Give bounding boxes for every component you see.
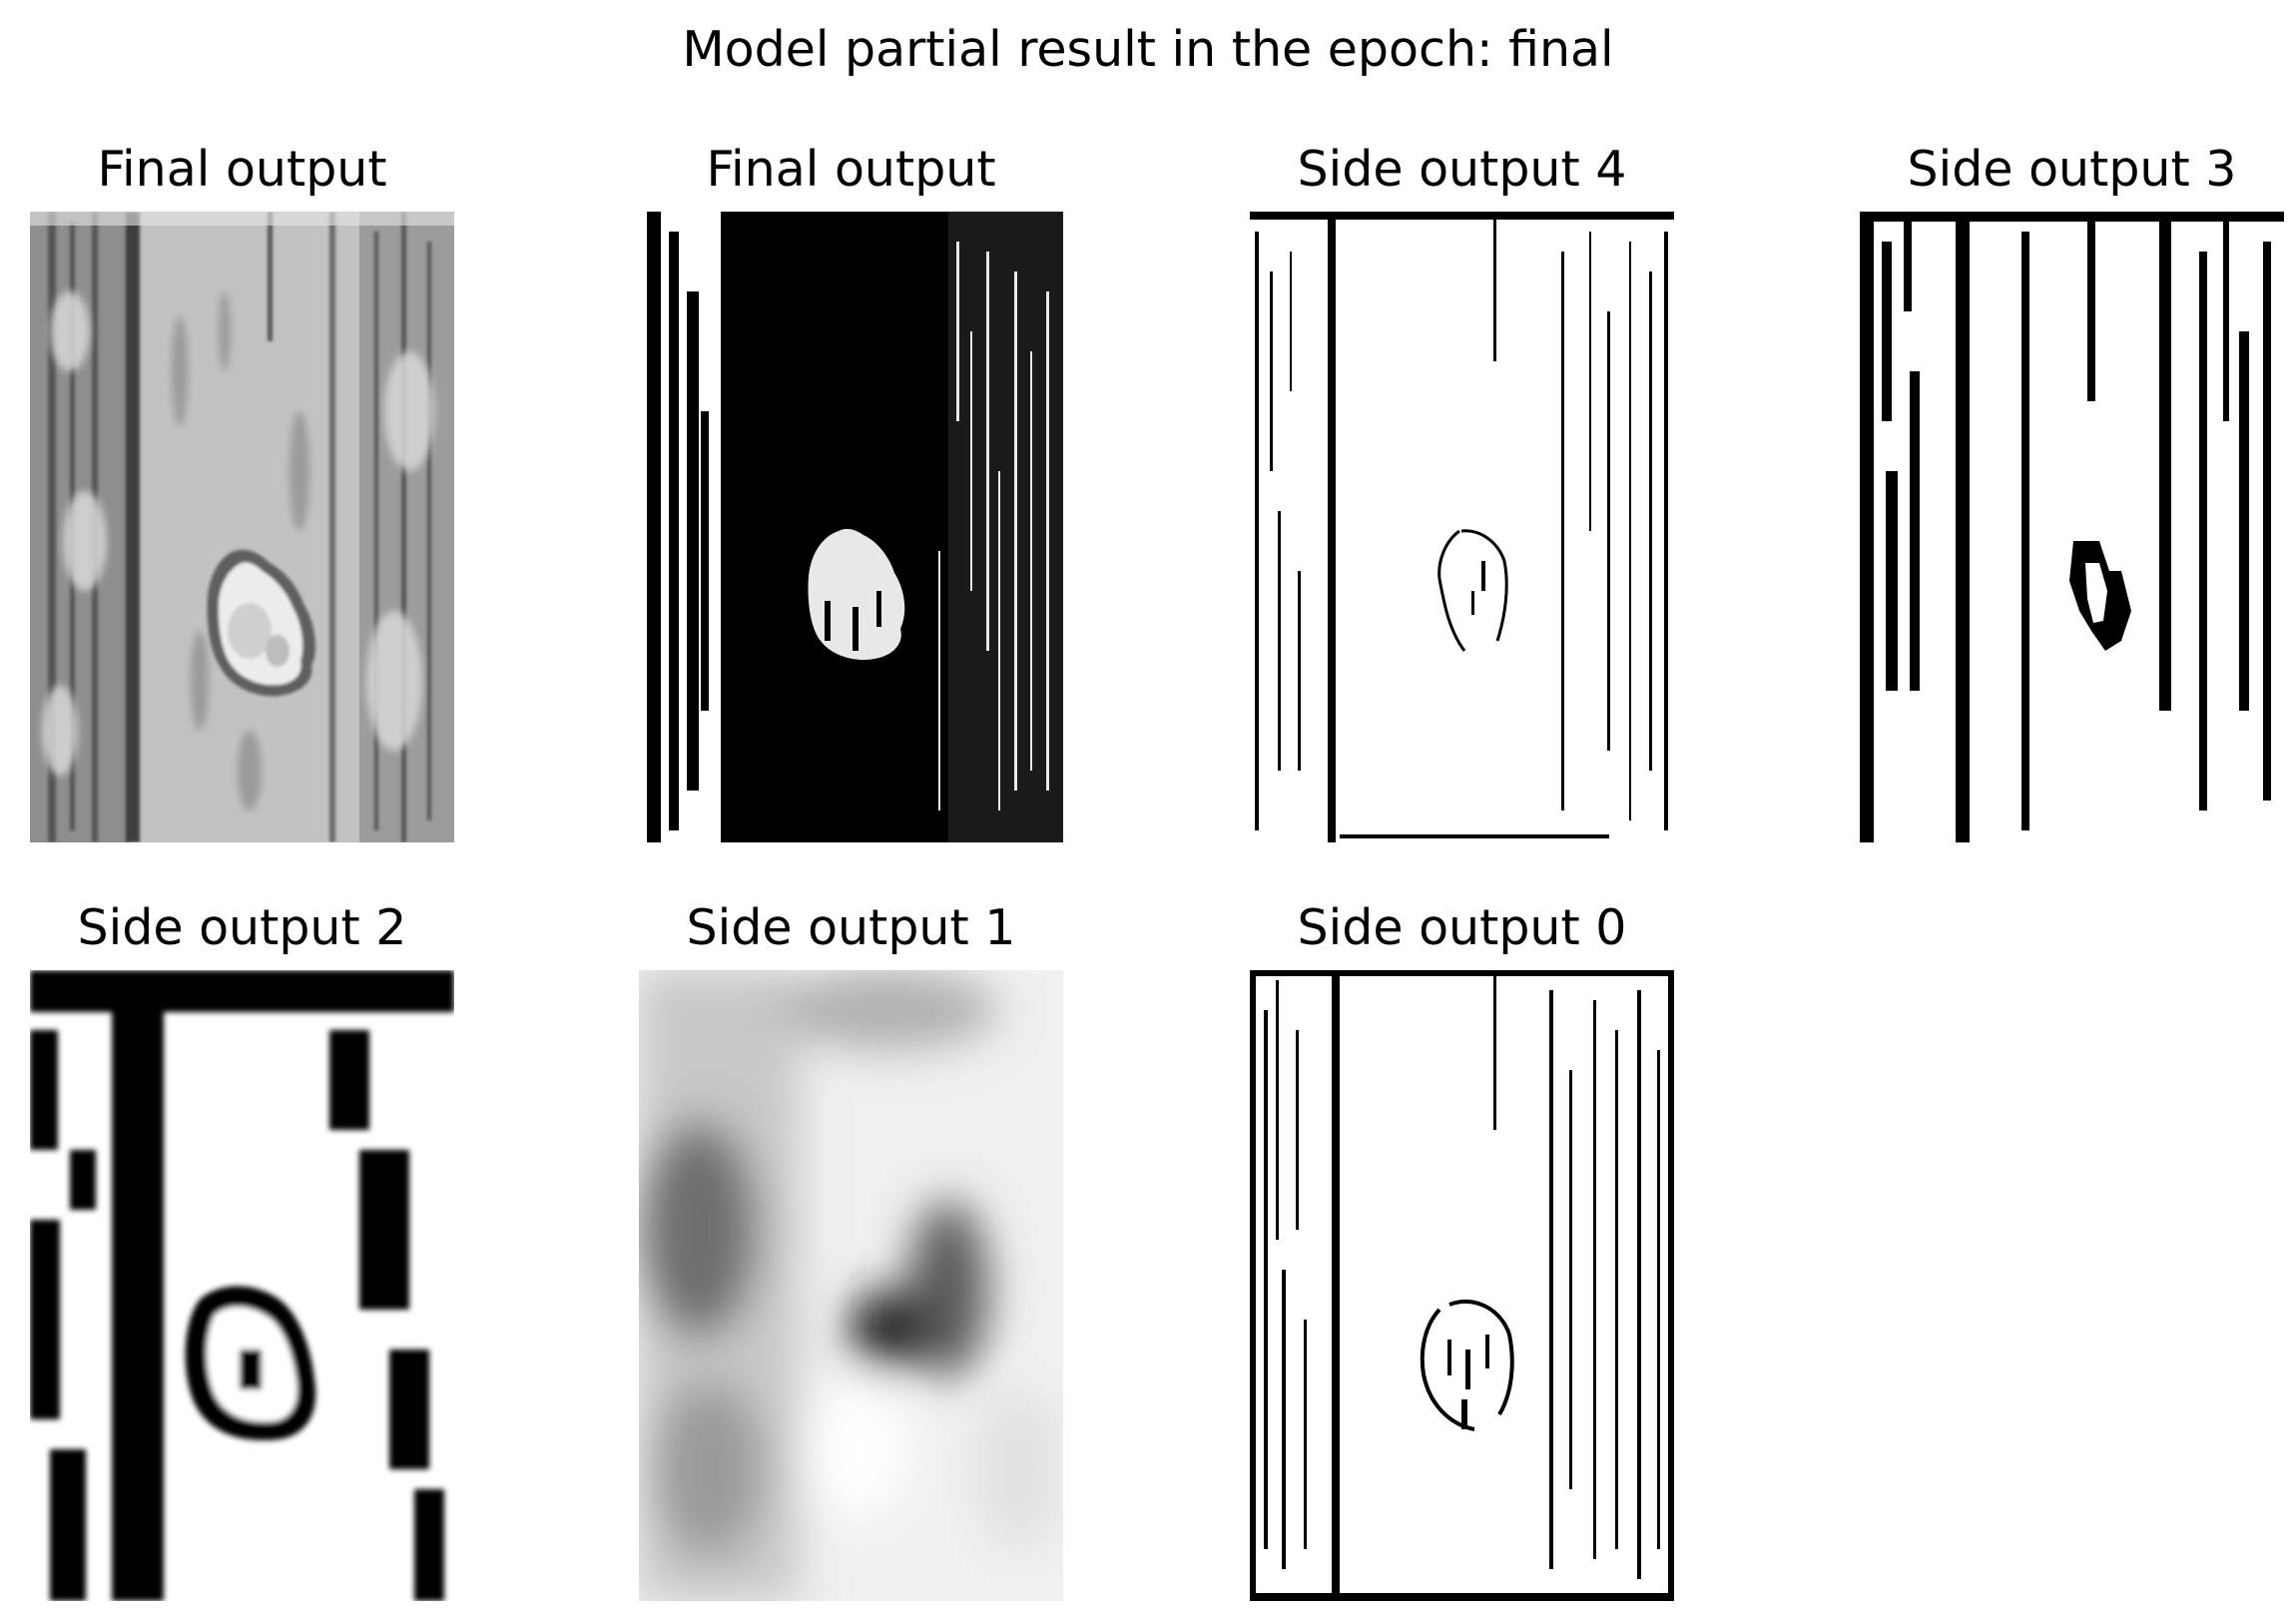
panel-side-output-3: Side output 3 [1860,140,2284,842]
binary-threshold-image [639,212,1063,842]
side-output-4-image [1250,212,1674,842]
panel-title: Side output 4 [1297,141,1627,198]
panel-final-output-binary: Final output [639,140,1063,842]
panel-side-output-0: Side output 0 [1250,898,1674,1601]
panel-title: Side output 2 [77,899,407,956]
panel-title: Final output [97,141,387,198]
side-output-2-image [30,970,454,1601]
side-output-0-image [1250,970,1674,1601]
panel-side-output-4: Side output 4 [1250,140,1674,842]
panel-side-output-1: Side output 1 [639,898,1063,1601]
panel-title: Final output [706,141,996,198]
panel-title: Side output 3 [1907,141,2237,198]
grayscale-input-image [30,212,454,842]
side-output-3-image [1860,212,2284,842]
panel-title: Side output 0 [1297,899,1627,956]
panel-final-output-grayscale: Final output [30,140,454,842]
figure-title: Model partial result in the epoch: final [682,21,1614,78]
panel-side-output-2: Side output 2 [30,898,454,1601]
panel-title: Side output 1 [686,899,1016,956]
side-output-1-image [639,970,1063,1601]
